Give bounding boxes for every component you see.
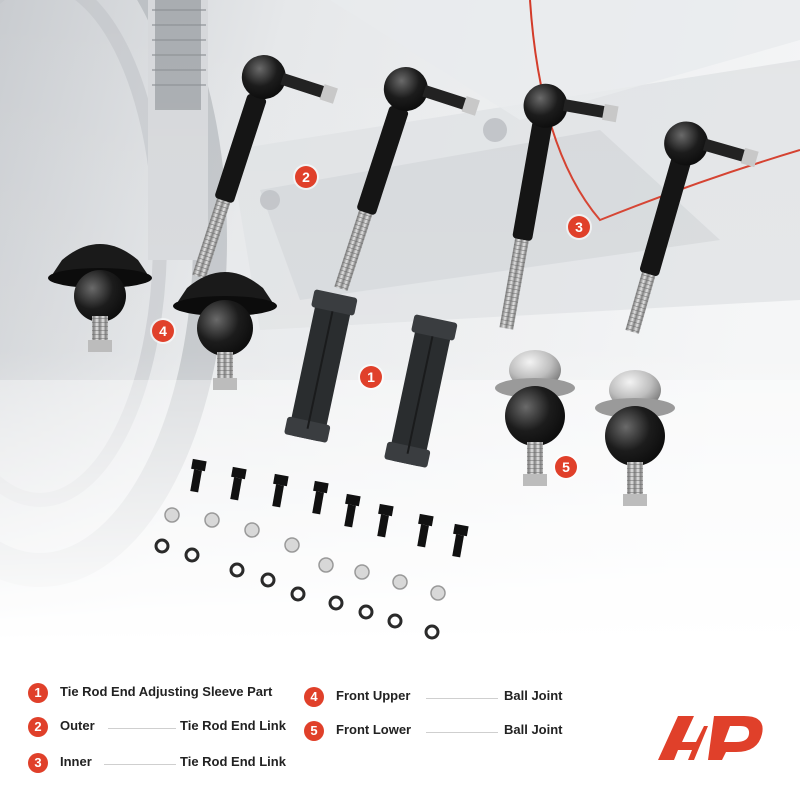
bolts xyxy=(190,458,469,558)
legend-item-2: 2 Outer Tie Rod End Link xyxy=(28,717,308,739)
upper-ball-joint-right xyxy=(173,272,277,390)
legend-label-4a: Front Upper xyxy=(336,688,411,703)
legend-item-3: 3 Inner Tie Rod End Link xyxy=(28,753,308,775)
legend-number-2: 2 xyxy=(28,717,48,737)
inner-tie-rod-end-right xyxy=(625,121,759,334)
legend-label-3b: Tie Rod End Link xyxy=(180,754,286,769)
legend-label-4b: Ball Joint xyxy=(504,688,563,703)
legend-label-3a: Inner xyxy=(60,754,92,769)
adjusting-sleeve-right xyxy=(384,314,458,468)
legend-divider-4 xyxy=(426,698,498,699)
brand-logo-icon xyxy=(658,716,763,760)
lower-ball-joint-right xyxy=(595,370,675,506)
product-photo: 1 2 3 4 5 xyxy=(0,0,800,640)
legend-item-4: 4 Front Upper Ball Joint xyxy=(304,687,584,709)
suspension-parts-photo xyxy=(0,0,800,640)
legend-divider-5 xyxy=(426,732,498,733)
lower-ball-joint-left xyxy=(495,350,575,486)
badge-2: 2 xyxy=(295,166,317,188)
outer-tie-rod-end-right xyxy=(334,67,480,291)
legend-item-1: 1 Tie Rod End Adjusting Sleeve Part xyxy=(28,683,308,705)
legend-number-5: 5 xyxy=(304,721,324,741)
adjusting-sleeve-left xyxy=(284,289,358,443)
lock-washers xyxy=(154,538,440,640)
badge-4: 4 xyxy=(152,320,174,342)
legend-number-3: 3 xyxy=(28,753,48,773)
parts-legend: 1 Tie Rod End Adjusting Sleeve Part 2 Ou… xyxy=(0,640,800,800)
outer-tie-rod-end-left xyxy=(192,55,338,279)
legend-number-1: 1 xyxy=(28,683,48,703)
legend-item-5: 5 Front Lower Ball Joint xyxy=(304,721,584,743)
legend-number-4: 4 xyxy=(304,687,324,707)
legend-divider-2 xyxy=(108,728,176,729)
nuts xyxy=(164,507,446,601)
legend-label-2a: Outer xyxy=(60,718,95,733)
badge-3: 3 xyxy=(568,216,590,238)
legend-label-5b: Ball Joint xyxy=(504,722,563,737)
legend-divider-3 xyxy=(104,764,176,765)
badge-5: 5 xyxy=(555,456,577,478)
legend-label-1: Tie Rod End Adjusting Sleeve Part xyxy=(60,684,273,699)
upper-ball-joint-left xyxy=(48,244,152,352)
badge-1: 1 xyxy=(360,366,382,388)
legend-label-5a: Front Lower xyxy=(336,722,412,737)
legend-label-2b: Tie Rod End Link xyxy=(180,718,286,733)
inner-tie-rod-end-left xyxy=(499,83,619,330)
